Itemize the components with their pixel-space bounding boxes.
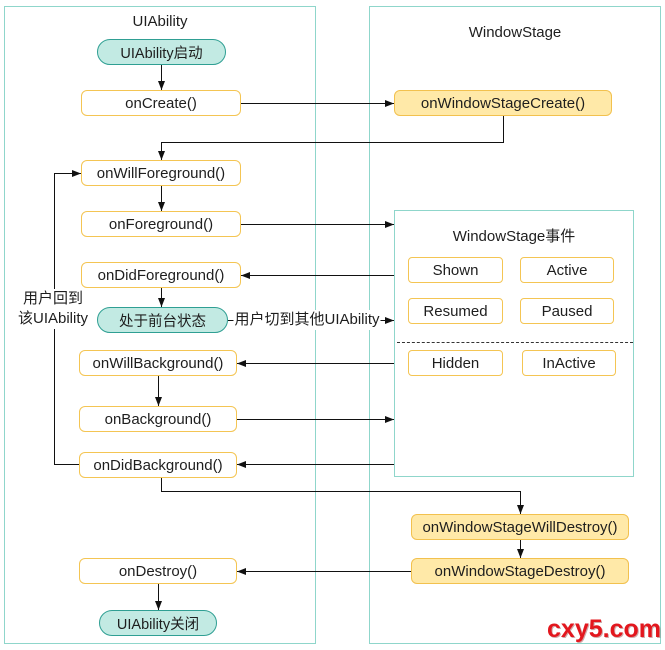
edge-label-return-line-2: 该UIAbility [17,310,89,327]
window-stage-events-title: WindowStage事件 [452,228,576,245]
watermark: cxy5.com [547,615,661,643]
on-window-stage-create-node: onWindowStageCreate() [394,90,612,116]
window-stage-event-inactive: InActive [522,350,616,376]
windowstage-panel-title: WindowStage [468,24,562,41]
edge-label-return: 用户回到 该UIAbility [16,289,90,329]
foreground-state-node: 处于前台状态 [97,307,228,333]
on-did-background-node: onDidBackground() [79,452,237,478]
window-stage-event-hidden: Hidden [408,350,503,376]
window-stage-event-resumed: Resumed [408,298,503,324]
uiability-end-node: UIAbility关闭 [99,610,217,636]
on-foreground-node: onForeground() [81,211,241,237]
on-will-background-node: onWillBackground() [79,350,237,376]
window-stage-event-active: Active [520,257,614,283]
window-stage-event-shown: Shown [408,257,503,283]
on-window-stage-destroy-node: onWindowStageDestroy() [411,558,629,584]
on-destroy-node: onDestroy() [79,558,237,584]
edge-label-return-line-1: 用户回到 [22,290,84,307]
on-window-stage-will-destroy-node: onWindowStageWillDestroy() [411,514,629,540]
edge-label-switch-away: 用户切到其他UIAbility [233,310,381,330]
window-stage-events-box: WindowStage事件 Shown Active Resumed Pause… [394,210,634,477]
on-background-node: onBackground() [79,406,237,432]
uiability-start-node: UIAbility启动 [97,39,226,65]
window-stage-event-paused: Paused [520,298,614,324]
on-create-node: onCreate() [81,90,241,116]
on-will-foreground-node: onWillForeground() [81,160,241,186]
on-did-foreground-node: onDidForeground() [81,262,241,288]
events-divider [397,342,633,343]
uiability-panel-title: UIAbility [132,13,188,30]
